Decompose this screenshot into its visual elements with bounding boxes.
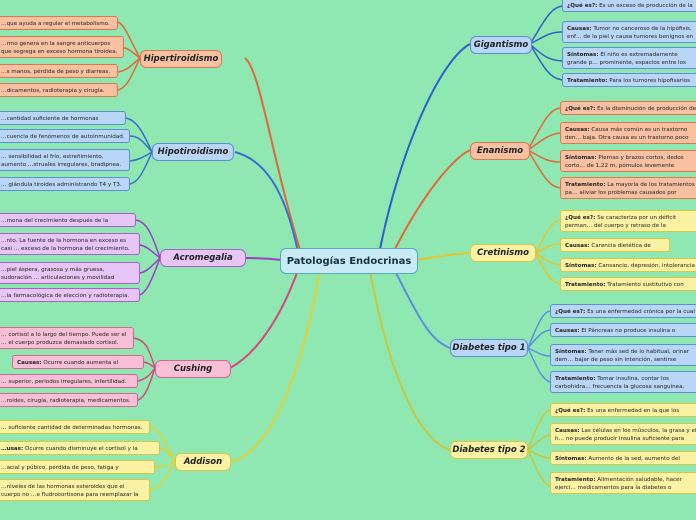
hipertiroidismo-leaf-que-es[interactable]: …que ayuda a regular el metabolismo.	[0, 16, 118, 30]
diabetes-1-leaf-sintomas[interactable]: Síntomas: Tener más sed de lo habitual, …	[550, 344, 696, 366]
diabetes-1-leaf-que-es[interactable]: ¿Qué es?: Es una enfermedad crónica por …	[550, 304, 696, 318]
central-topic[interactable]: Patologías Endocrinas	[280, 248, 418, 274]
topic-enanismo[interactable]: Enanismo	[470, 142, 530, 160]
cushing-leaf-sintomas[interactable]: … superior, periodos irregulares, infert…	[0, 374, 138, 388]
link-hipertiroidismo	[244, 57, 301, 251]
diabetes-2-leaf-sintomas[interactable]: Síntomas: Aumento de la sed, aumento del…	[550, 451, 696, 465]
hipertiroidismo-leaf-sintomas[interactable]: …s manos, pérdida de peso y diarreas.	[0, 64, 118, 78]
gigantismo-leaf-sintomas[interactable]: Síntomas: El niño es extremadamente gran…	[562, 47, 696, 69]
topic-hipertiroidismo[interactable]: Hipertiroidismo	[140, 50, 222, 68]
diabetes-1-leaf-tratamiento[interactable]: Tratamiento: Tomar insulina, contar los …	[550, 371, 696, 393]
topic-acromegalia[interactable]: Acromegalia	[160, 249, 246, 267]
hipertiroidismo-leaf-tratamiento[interactable]: …dicamentos, radioterapia y cirugía.	[0, 83, 118, 97]
acromegalia-leaf-sintomas[interactable]: …piel áspera, grasosa y más gruesa, sudo…	[0, 262, 140, 284]
addison-leaf-causas[interactable]: …usas: Ocurre cuando disminuye el cortis…	[0, 441, 160, 455]
diabetes-2-leaf-causas[interactable]: Causas: Las células en los músculos, la …	[550, 423, 696, 445]
diabetes-2-leaf-tratamiento[interactable]: Tratamiento: Alimentación saludable, hac…	[550, 472, 696, 494]
topic-diabetes-tipo-1[interactable]: Diabetes tipo 1	[450, 339, 528, 357]
addison-leaf-que-es[interactable]: … suficiente cantidad de determinadas ho…	[0, 420, 150, 434]
enanismo-leaf-tratamiento[interactable]: Tratamiento: La mayoría de los tratamien…	[560, 177, 696, 199]
link-addison	[231, 270, 321, 463]
diabetes-2-leaf-que-es[interactable]: ¿Qué es?: Es una enfermedad en la que lo…	[550, 403, 696, 417]
cretinismo-leaf-que-es[interactable]: ¿Qué es?: Se caracteriza por un déficit …	[560, 210, 696, 232]
topic-cretinismo[interactable]: Cretinismo	[470, 244, 536, 262]
hipotiroidismo-leaf-causas[interactable]: …cuencia de fenómenos de autoinmunidad.	[0, 129, 130, 143]
topic-cushing[interactable]: Cushing	[155, 360, 231, 378]
link-enanismo	[394, 149, 471, 250]
gigantismo-leaf-que-es[interactable]: ¿Qué es?: Es un exceso de producción de …	[562, 0, 696, 12]
cushing-leaf-causas[interactable]: Causas: Ocurre cuando aumenta el cortiso…	[12, 355, 144, 369]
hipotiroidismo-leaf-que-es[interactable]: …cantidad suficiente de hormonas tiroide…	[0, 111, 126, 125]
enanismo-leaf-sintomas[interactable]: Síntomas: Piernas y brazos cortos, dedos…	[560, 150, 696, 172]
enanismo-leaf-que-es[interactable]: ¿Qué es?: Es la disminución de producció…	[560, 101, 696, 115]
gigantismo-leaf-causas[interactable]: Causas: Tumor no canceroso de la hipófis…	[562, 21, 696, 43]
enanismo-leaf-causas[interactable]: Causas: Causa más común es un trastorno …	[560, 122, 696, 144]
cretinismo-leaf-sintomas[interactable]: Síntomas: Cansancio, depresión, intolera…	[560, 258, 696, 272]
acromegalia-leaf-causas[interactable]: …nto. La fuente de la hormona en exceso …	[0, 233, 140, 255]
link-gigantismo	[379, 43, 471, 250]
link-acromegalia	[245, 257, 283, 261]
link-cushing	[229, 269, 299, 369]
addison-leaf-sintomas[interactable]: …acial y púbico, pérdida de peso, fatiga…	[0, 460, 155, 474]
hipotiroidismo-leaf-sintomas[interactable]: … sensibilidad al frío, estreñimiento, a…	[0, 149, 130, 171]
diabetes-1-leaf-causas[interactable]: Causas: El Páncreas no produce insulina …	[550, 323, 696, 337]
link-cretinismo	[415, 252, 471, 261]
link-diabetes2	[369, 270, 451, 451]
link-hipotiroidismo	[234, 151, 299, 253]
cretinismo-leaf-tratamiento[interactable]: Tratamiento: Tratamiento sustitutivo con…	[560, 277, 696, 291]
gigantismo-leaf-tratamiento[interactable]: Tratamiento: Para los tumores hipofisari…	[562, 73, 696, 87]
cushing-leaf-que-es[interactable]: … cortisol a lo largo del tiempo. Puede …	[0, 327, 134, 349]
topic-diabetes-tipo-2[interactable]: Diabetes tipo 2	[450, 441, 528, 459]
acromegalia-leaf-que-es[interactable]: …mona del crecimiento después de la pube…	[0, 213, 136, 227]
topic-gigantismo[interactable]: Gigantismo	[470, 36, 532, 54]
cretinismo-leaf-causas[interactable]: Causas: Carencia dietética de yodo.	[560, 238, 670, 252]
hipertiroidismo-leaf-causas[interactable]: …rmo genera en la sangre anticuerpos que…	[0, 36, 124, 58]
link-diabetes1	[394, 270, 451, 349]
acromegalia-leaf-tratamiento[interactable]: …ia farmacológica de elección y radioter…	[0, 288, 140, 302]
addison-leaf-tratamiento[interactable]: …niveles de las hormonas esteroides que …	[0, 479, 150, 501]
hipotiroidismo-leaf-tratamiento[interactable]: … glándula tiroides administrando T4 y T…	[0, 177, 130, 191]
topic-addison[interactable]: Addison	[175, 453, 231, 471]
cushing-leaf-tratamiento[interactable]: …roides, cirugía, radioterapia, medicame…	[0, 393, 138, 407]
topic-hipotiroidismo[interactable]: Hipotiroidismo	[152, 143, 234, 161]
